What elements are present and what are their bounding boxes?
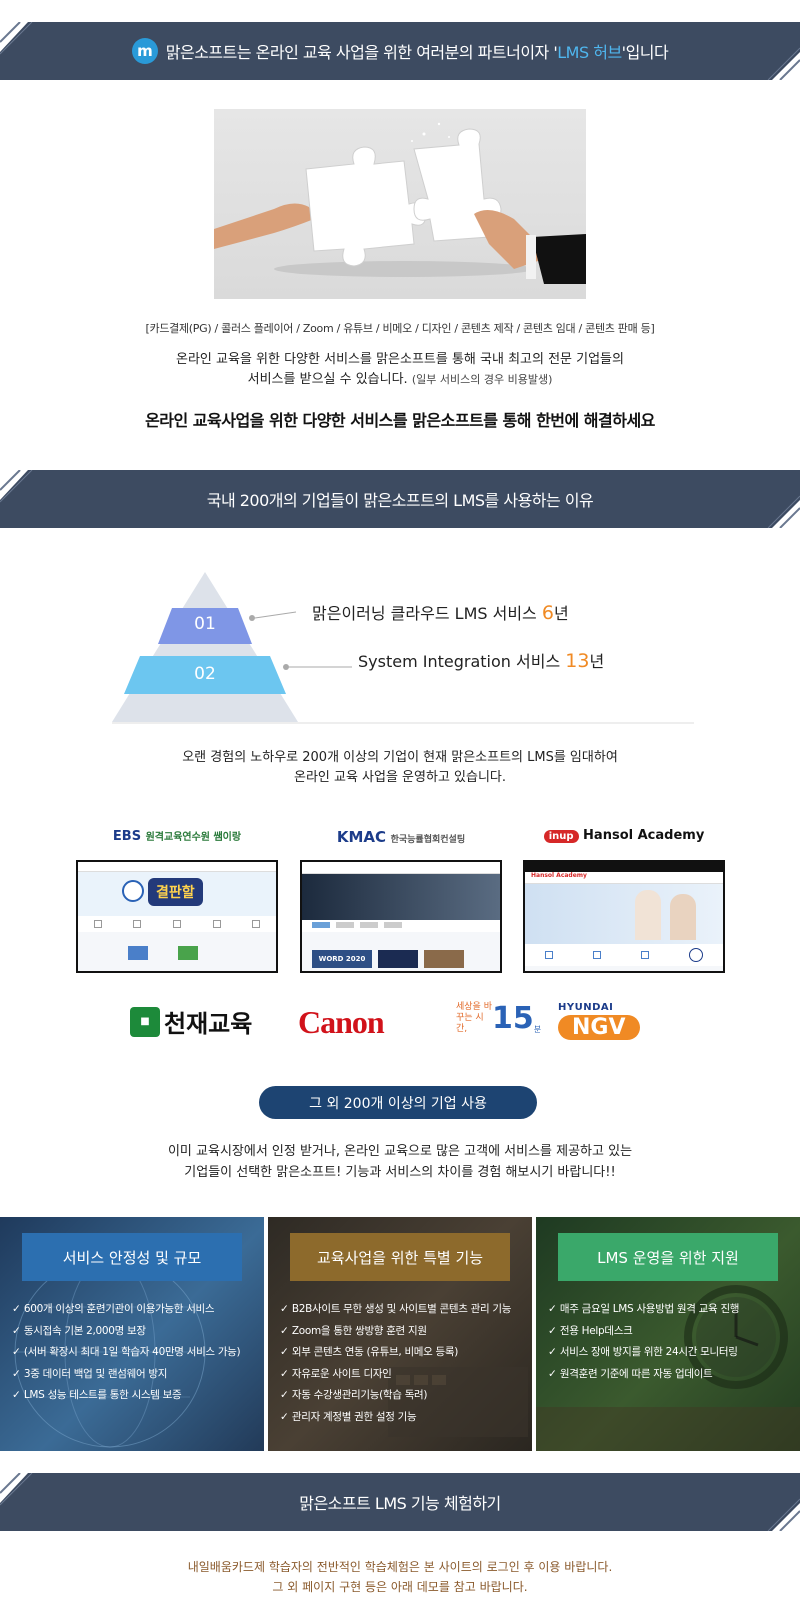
logo-hyundai-ngv: HYUNDAI NGV [558, 1002, 640, 1040]
intro-text-after: '입니다 [621, 43, 669, 62]
kmac-brand: KMAC [336, 828, 387, 846]
list-item: (서버 확장시 최대 1일 학습자 40만명 서비스 가능) [12, 1342, 241, 1364]
client-screenshot-ebs: 결판할 [76, 860, 278, 973]
panel-stability-list: 600개 이상의 훈련기관이 이용가능한 서비스 동시접속 기본 2,000명 … [12, 1299, 241, 1407]
list-item: 매주 금요일 LMS 사용방법 원격 교육 진행 [548, 1299, 740, 1321]
banner-shape [0, 470, 800, 528]
kmac-label: 한국능률협회컨설팅 [390, 835, 466, 845]
hyundai-text: HYUNDAI [558, 1002, 614, 1013]
client-label-kmac: KMAC 한국능률협회컨설팅 [300, 828, 502, 846]
logo-canon: Canon [298, 1004, 385, 1040]
step1-label: 맑은이러닝 클라우드 LMS 서비스 [312, 604, 542, 623]
panel-features-title: 교육사업을 위한 특별 기능 [290, 1233, 510, 1281]
ebs-label: 원격교육연수원 쌤이랑 [145, 832, 242, 843]
pyramid-desc-line1: 오랜 경험의 노하우로 200개 이상의 기업이 현재 맑은소프트의 LMS를 … [182, 750, 618, 765]
list-item: 동시접속 기본 2,000명 보장 [12, 1321, 240, 1343]
reasons-banner: 국내 200개의 기업들이 맑은소프트의 LMS를 사용하는 이유 [0, 470, 800, 528]
panel-support-list: 매주 금요일 LMS 사용방법 원격 교육 진행 전용 Help데스크 서비스 … [548, 1299, 740, 1386]
client-screenshot-hansol: Hansol Academy [523, 860, 725, 973]
client-screenshot-kmac: WORD 2020 [300, 860, 502, 973]
ebs-brand: EBS [112, 829, 142, 844]
banner-shape [0, 1473, 800, 1531]
panel-support: LMS 운영을 위한 지원 매주 금요일 LMS 사용방법 원격 교육 진행 전… [536, 1217, 800, 1451]
list-item: LMS 성능 테스트를 통한 시스템 보증 [12, 1385, 240, 1407]
trial-notice-line2: 그 외 페이지 구현 등은 아래 데모를 참고 바랍니다. [272, 1580, 528, 1594]
clients-desc-line1: 이미 교육시장에서 인정 받거나, 온라인 교육으로 많은 고객에 서비스를 제… [167, 1144, 633, 1159]
puzzle-hands-image [214, 109, 586, 299]
pyramid-step2-number: 02 [194, 664, 216, 684]
list-item: 서비스 장애 방지를 위한 24시간 모니터링 [548, 1342, 739, 1364]
list-item: B2B사이트 무한 생성 및 사이트별 콘텐츠 관리 기능 [280, 1299, 512, 1321]
logo-chunjae: ■ 천재교육 [130, 1004, 252, 1039]
step1-years: 6 [541, 602, 554, 624]
list-item: 600개 이상의 훈련기관이 이용가능한 서비스 [12, 1299, 240, 1321]
pyramid-step1-text: 맑은이러닝 클라우드 LMS 서비스 6년 [312, 600, 569, 624]
services-desc-main: 서비스를 받으실 수 있습니다. [247, 372, 408, 387]
kmac-shot-title: WORD 2020 [312, 950, 372, 968]
services-list: [카드결제(PG) / 콜러스 플레이어 / Zoom / 유튜브 / 비메오 … [145, 322, 655, 335]
pyramid-desc-line2: 온라인 교육 사업을 운영하고 있습니다. [293, 770, 507, 785]
panel-stability-title: 서비스 안정성 및 규모 [22, 1233, 242, 1281]
ebs-shot-title: 결판할 [148, 878, 203, 906]
panel-stability: 서비스 안정성 및 규모 600개 이상의 훈련기관이 이용가능한 서비스 동시… [0, 1217, 264, 1451]
panel-support-title: LMS 운영을 위한 지원 [558, 1233, 778, 1281]
services-desc-line2: 서비스를 받으실 수 있습니다. (일부 서비스의 경우 비용발생) [0, 368, 800, 387]
ngv-text: NGV [558, 1015, 640, 1040]
sebasi-unit: 분 [533, 1025, 542, 1034]
clients-desc-line2: 기업들이 선택한 맑은소프트! 기능과 서비스의 차이를 경험 해보시기 바랍니… [184, 1165, 616, 1180]
list-item: 관리자 계정별 권한 설정 기능 [280, 1407, 511, 1429]
list-item: 자유로운 사이트 디자인 [280, 1364, 511, 1386]
pyramid-step1-number: 01 [194, 614, 216, 634]
step2-label: System Integration 서비스 [358, 652, 566, 671]
intro-highlight: LMS 허브 [557, 43, 622, 62]
step2-years: 13 [565, 650, 590, 672]
sebasi-text: 세상을 바꾸는 시간, [456, 1002, 492, 1034]
sebasi-number: 15 [492, 1001, 534, 1036]
list-item: 전용 Help데스크 [548, 1321, 739, 1343]
inup-badge: inup [543, 830, 579, 843]
intro-banner: m 맑은소프트는 온라인 교육 사업을 위한 여러분의 파트너이자 'LMS 허… [0, 22, 800, 80]
intro-banner-text: m 맑은소프트는 온라인 교육 사업을 위한 여러분의 파트너이자 'LMS 허… [0, 22, 800, 80]
trial-banner-text: 맑은소프트 LMS 기능 체험하기 [299, 1494, 501, 1513]
chunjae-text: 천재교육 [164, 1010, 253, 1038]
company-logo-icon: m [131, 38, 158, 64]
panel-features-list: B2B사이트 무한 생성 및 사이트별 콘텐츠 관리 기능 Zoom을 통한 쌍… [280, 1299, 512, 1429]
panel-features: 교육사업을 위한 특별 기능 B2B사이트 무한 생성 및 사이트별 콘텐츠 관… [268, 1217, 532, 1451]
trial-notice-line1: 내일배움카드제 학습자의 전반적인 학습체험은 본 사이트의 로그인 후 이용 … [187, 1560, 613, 1574]
list-item: 자동 수강생관리기능(학습 독려) [280, 1385, 511, 1407]
services-desc-line1: 온라인 교육을 위한 다양한 서비스를 맑은소프트를 통해 국내 최고의 전문 … [176, 352, 624, 367]
list-item: 원격훈련 기준에 따른 자동 업데이트 [548, 1364, 739, 1386]
step1-unit: 년 [553, 604, 569, 623]
services-desc-note: (일부 서비스의 경우 비용발생) [411, 373, 553, 386]
list-item: 3중 데이터 백업 및 랜섬웨어 방지 [12, 1364, 240, 1386]
logo-sebasi: 세상을 바꾸는 시간, 15 분 [456, 1002, 541, 1035]
pyramid-step2-text: System Integration 서비스 13년 [358, 648, 604, 672]
hansol-shot-title: Hansol Academy [525, 872, 723, 884]
client-label-ebs: EBS 원격교육연수원 쌤이랑 [76, 828, 278, 844]
step2-unit: 년 [589, 652, 605, 671]
hansol-label: Hansol Academy [583, 828, 705, 843]
intro-text-before: 맑은소프트는 온라인 교육 사업을 위한 여러분의 파트너이자 ' [165, 43, 558, 62]
banner-shape [0, 22, 800, 80]
experience-pyramid: 01 02 맑은이러닝 클라우드 LMS 서비스 6년 System Integ… [0, 560, 800, 730]
reasons-banner-text: 국내 200개의 기업들이 맑은소프트의 LMS를 사용하는 이유 [206, 491, 594, 510]
services-headline: 온라인 교육사업을 위한 다양한 서비스를 맑은소프트를 통해 한번에 해결하세… [145, 411, 655, 430]
list-item: Zoom을 통한 쌍방향 훈련 지원 [280, 1321, 511, 1343]
client-label-hansol: inup Hansol Academy [523, 828, 725, 843]
list-item: 외부 콘텐츠 연동 (유튜브, 비메오 등록) [280, 1342, 511, 1364]
more-clients-button[interactable]: 그 외 200개 이상의 기업 사용 [259, 1086, 537, 1119]
trial-banner: 맑은소프트 LMS 기능 체험하기 [0, 1473, 800, 1531]
